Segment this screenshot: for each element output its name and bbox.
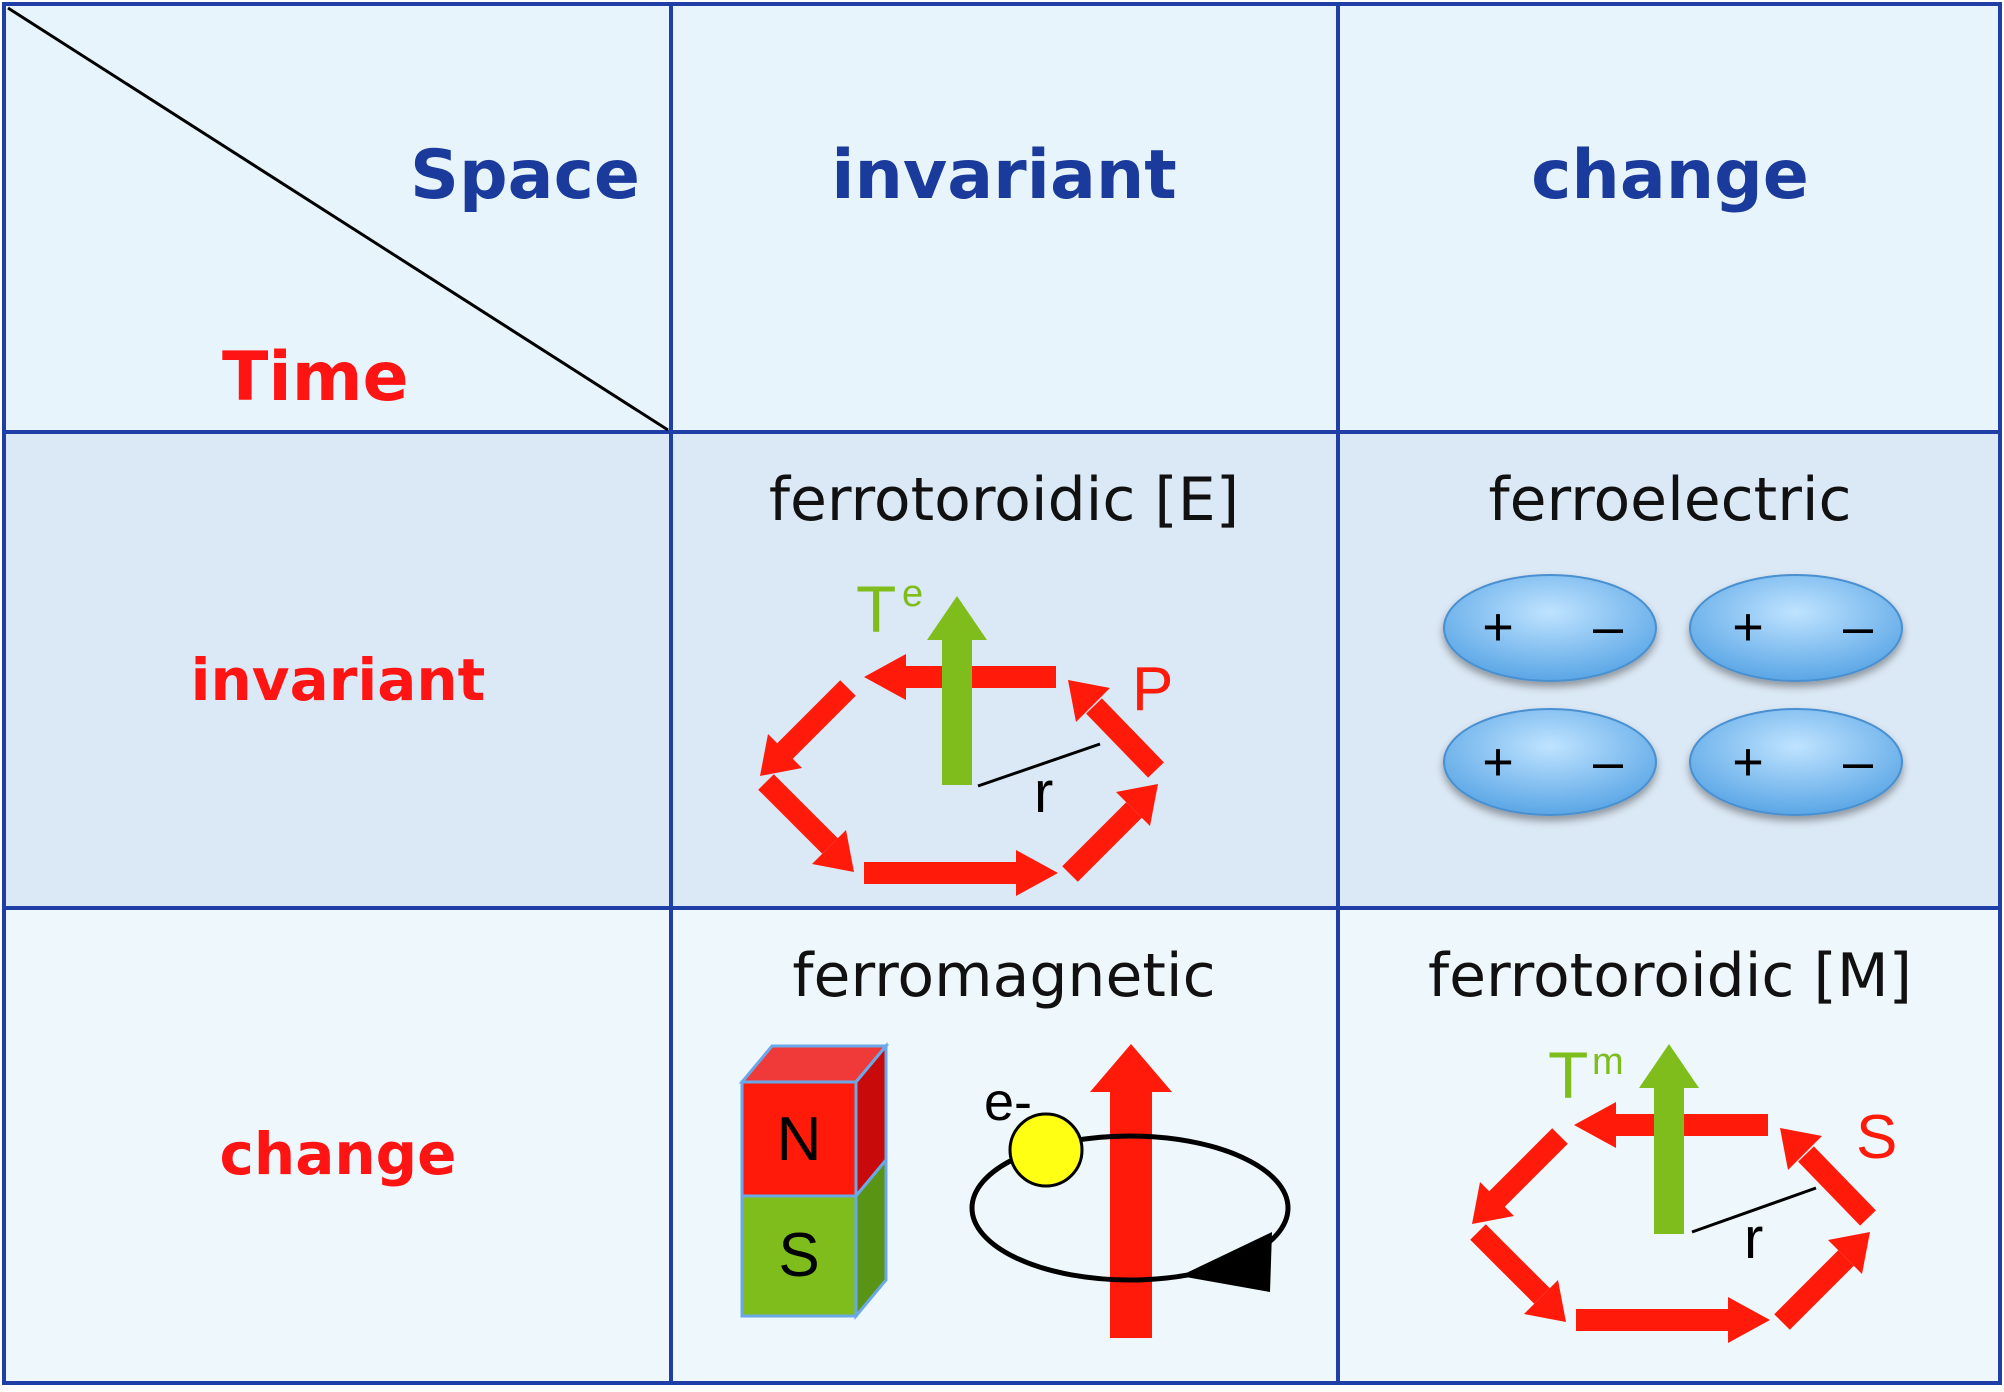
spin-label: S bbox=[1856, 1103, 1897, 1172]
spin-loop-arrowhead-lower-right bbox=[1828, 1232, 1870, 1274]
dipole-4-plus: + bbox=[1732, 732, 1764, 792]
spin-loop-arrowhead-upper-left bbox=[1472, 1182, 1514, 1224]
ferromagnetic-title: ferromagnetic bbox=[792, 941, 1215, 1011]
radius-label-m: r bbox=[1744, 1206, 1763, 1271]
dipole-3-plus: + bbox=[1482, 732, 1514, 792]
orbit-direction-arrowhead bbox=[1180, 1232, 1272, 1292]
spin-loop-arrowhead-top bbox=[1574, 1102, 1616, 1148]
electron-label: e- bbox=[984, 1072, 1032, 1132]
cell-ferrotoroidic-m: ferrotoroidic [M] T m S r bbox=[1428, 941, 1912, 1343]
loop-arrowhead-upper-left bbox=[760, 734, 802, 776]
polarization-loop bbox=[758, 654, 1164, 896]
ferroelectric-title: ferroelectric bbox=[1488, 465, 1851, 535]
cell-ferroelectric: ferroelectric + – + – + – + – bbox=[1443, 465, 1903, 816]
col-header-invariant-cell bbox=[671, 4, 1338, 432]
toroidal-moment-m-arrowhead bbox=[1639, 1044, 1699, 1088]
col-header-change-cell bbox=[1338, 4, 2000, 432]
loop-arrow-lower-left bbox=[758, 774, 838, 854]
ferrotoroidic-e-title: ferrotoroidic [E] bbox=[769, 465, 1239, 535]
loop-arrowhead-lower-right bbox=[1116, 784, 1158, 826]
spin-loop-arrowhead-bottom bbox=[1728, 1297, 1770, 1343]
ferrotoroidic-m-title: ferrotoroidic [M] bbox=[1428, 941, 1912, 1011]
spin-loop-arrow-upper-right bbox=[1798, 1146, 1876, 1226]
loop-arrowhead-top bbox=[864, 654, 906, 700]
toroidal-symbol-m: T bbox=[1548, 1038, 1588, 1112]
dipole-4: + – bbox=[1689, 708, 1903, 816]
col-header-invariant: invariant bbox=[831, 136, 1177, 215]
toroidal-moment-arrow-shaft bbox=[942, 640, 972, 785]
dipole-4-minus: – bbox=[1843, 732, 1873, 792]
dipole-1-minus: – bbox=[1593, 597, 1623, 657]
dipole-3-minus: – bbox=[1593, 732, 1623, 792]
row-header-change: change bbox=[220, 1120, 457, 1188]
loop-arrowhead-upper-right bbox=[1068, 680, 1110, 722]
cell-ferrotoroidic-e: ferrotoroidic [E] T e P r bbox=[758, 465, 1239, 896]
electron-orbit: e- bbox=[969, 1044, 1291, 1338]
radius-label-e: r bbox=[1034, 760, 1053, 825]
loop-arrow-lower-right bbox=[1062, 802, 1142, 882]
dipole-2-minus: – bbox=[1843, 597, 1873, 657]
toroidal-moment-arrowhead bbox=[927, 596, 987, 640]
spin-arrow-shaft bbox=[1110, 1090, 1152, 1338]
bar-magnet: N S bbox=[738, 1041, 890, 1321]
col-header-change: change bbox=[1531, 136, 1809, 215]
spin-arrowhead bbox=[1090, 1044, 1172, 1092]
cell-ferromagnetic: ferromagnetic N S e- bbox=[738, 941, 1291, 1338]
spin-loop-arrowhead-lower-left bbox=[1524, 1280, 1566, 1322]
radius-line-e bbox=[977, 742, 1101, 788]
loop-arrowhead-bottom bbox=[1016, 850, 1058, 896]
magnet-south-label: S bbox=[778, 1221, 819, 1290]
electron-ball bbox=[1008, 1112, 1084, 1188]
dipole-2-plus: + bbox=[1732, 597, 1764, 657]
space-label: Space bbox=[410, 136, 640, 215]
magnet-north-label: N bbox=[777, 1105, 822, 1174]
toroidal-superscript-e: e bbox=[902, 573, 923, 615]
row-header-invariant: invariant bbox=[191, 646, 486, 714]
toroidal-symbol-e: T bbox=[856, 572, 896, 646]
radius-line-m bbox=[1691, 1186, 1817, 1234]
dipole-2: + – bbox=[1689, 574, 1903, 682]
time-label: Time bbox=[222, 338, 409, 417]
diagonal-divider bbox=[7, 6, 669, 432]
spin-loop-arrow-upper-left bbox=[1488, 1128, 1568, 1208]
loop-arrow-upper-left bbox=[776, 680, 856, 760]
spin-loop-arrow-lower-left bbox=[1470, 1224, 1550, 1304]
dipole-1-plus: + bbox=[1482, 597, 1514, 657]
loop-arrowhead-lower-left bbox=[812, 830, 854, 872]
toroidal-superscript-m: m bbox=[1592, 1041, 1624, 1083]
dipole-3: + – bbox=[1443, 708, 1657, 816]
spin-loop-arrowhead-upper-right bbox=[1780, 1128, 1822, 1170]
polarization-label: P bbox=[1132, 655, 1173, 724]
loop-arrow-upper-right bbox=[1086, 698, 1164, 778]
toroidal-moment-m-arrow-shaft bbox=[1654, 1088, 1684, 1234]
orbit-ellipse bbox=[969, 1133, 1291, 1283]
dipole-1: + – bbox=[1443, 574, 1657, 682]
magnet-south-face bbox=[740, 1194, 858, 1318]
spin-loop bbox=[1470, 1102, 1876, 1343]
spin-loop-arrow-lower-right bbox=[1774, 1250, 1854, 1330]
